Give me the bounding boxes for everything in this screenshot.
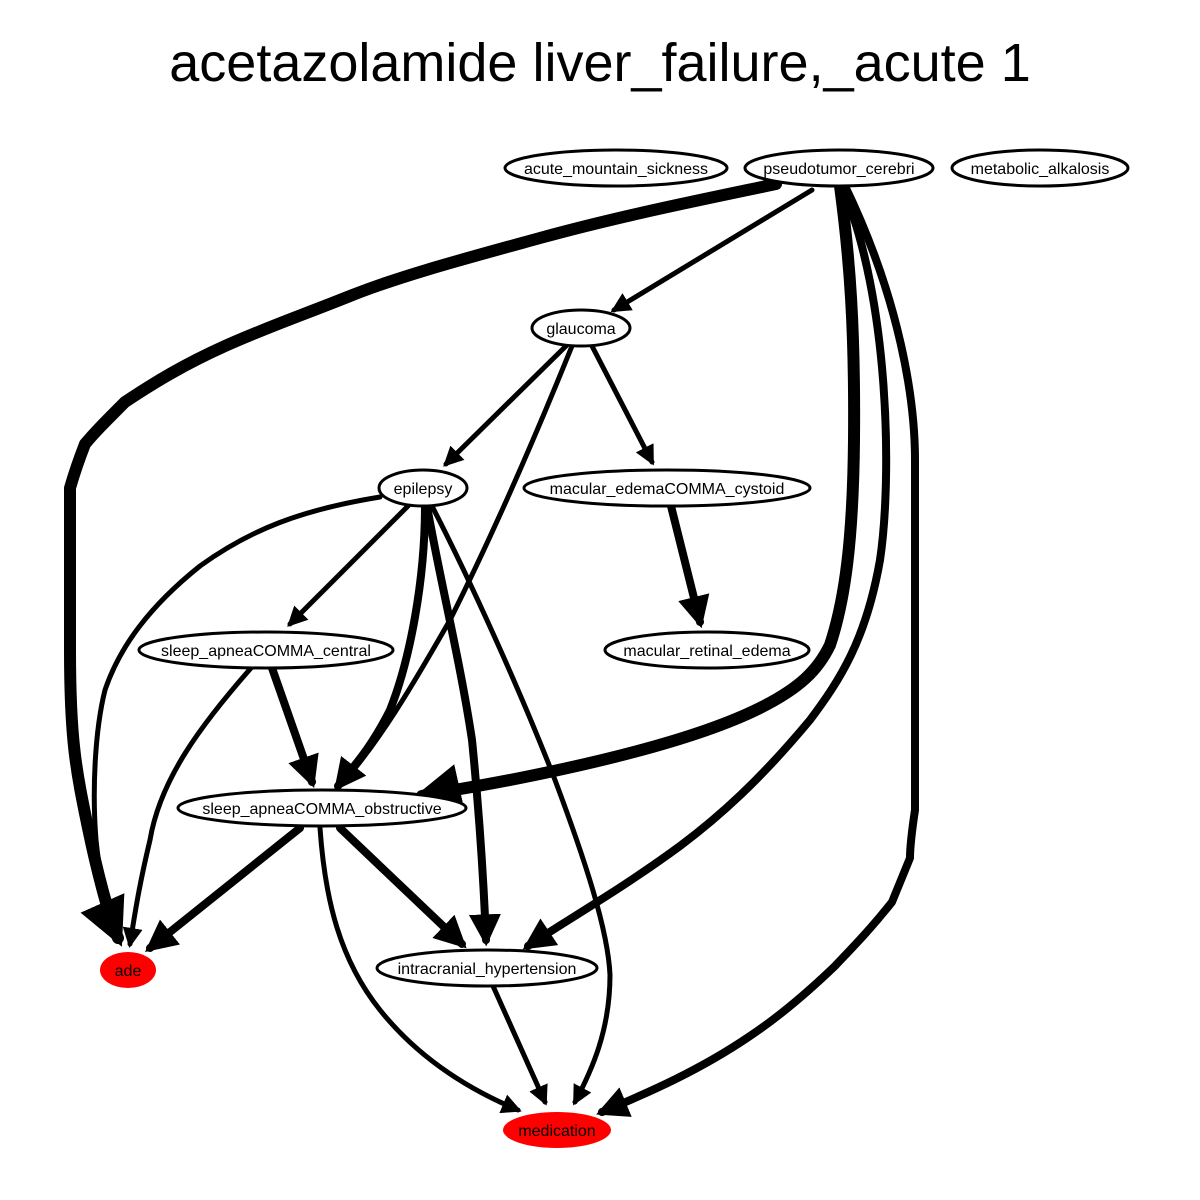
edge-sleep-apnea-central-to-sleep-apnea-obstructive — [268, 664, 319, 789]
edge-glaucoma-to-sleep-apnea-obstructive — [339, 343, 575, 788]
node-label: ade — [115, 963, 142, 980]
edge-epilepsy-to-ade — [91, 494, 383, 942]
node-sleep-apnea-obstructive: sleep_apneaCOMMA_obstructive — [176, 788, 468, 828]
node-metabolic-alkalosis: metabolic_alkalosis — [950, 148, 1130, 188]
edge-epilepsy-to-sleep-apnea-central — [287, 503, 411, 627]
edge-pseudotumor-cerebri-to-ade — [64, 178, 782, 947]
node-label: epilepsy — [394, 481, 453, 498]
edge-epilepsy-to-sleep-apnea-obstructive — [334, 502, 429, 792]
node-acute-mountain-sickness: acute_mountain_sickness — [503, 148, 729, 188]
edge-sleep-apnea-central-to-ade — [122, 665, 254, 948]
node-label: sleep_apneaCOMMA_obstructive — [202, 801, 441, 818]
edge-epilepsy-to-medication — [429, 503, 613, 1106]
node-shape — [530, 308, 632, 348]
graph-title: acetazolamide liver_failure,_acute 1 — [169, 33, 1031, 93]
node-shape — [375, 948, 599, 988]
node-pseudotumor-cerebri: pseudotumor_cerebri — [743, 148, 935, 188]
node-shape — [377, 468, 469, 508]
node-shape — [100, 952, 156, 988]
node-macular-edema-cystoid: macular_edemaCOMMA_cystoid — [522, 468, 812, 508]
node-intracranial-hypertension: intracranial_hypertension — [375, 948, 599, 988]
node-shape — [950, 148, 1130, 188]
node-label: metabolic_alkalosis — [971, 161, 1110, 178]
edge-sleep-apnea-obstructive-to-medication — [317, 825, 522, 1114]
edge-sleep-apnea-obstructive-to-intracranial-hypertension — [336, 824, 467, 949]
node-shape — [603, 630, 811, 670]
edge-glaucoma-to-macular-edema-cystoid — [589, 343, 655, 466]
node-sleep-apnea-central: sleep_apneaCOMMA_central — [137, 630, 395, 670]
node-label: macular_retinal_edema — [623, 643, 790, 660]
node-shape — [743, 148, 935, 188]
node-label: sleep_apneaCOMMA_central — [161, 643, 371, 660]
node-glaucoma: glaucoma — [530, 308, 632, 348]
node-medication: medication — [503, 1112, 611, 1148]
edge-intracranial-hypertension-to-medication — [490, 983, 548, 1106]
node-label: pseudotumor_cerebri — [763, 161, 914, 178]
node-label: macular_edemaCOMMA_cystoid — [550, 481, 785, 498]
edge-pseudotumor-cerebri-to-intracranial-hypertension — [522, 182, 891, 950]
edge-pseudotumor-cerebri-to-sleep-apnea-obstructive — [412, 180, 861, 812]
node-shape — [522, 468, 812, 508]
edge-pseudotumor-cerebri-to-glaucoma — [610, 187, 815, 313]
node-macular-retinal-edema: macular_retinal_edema — [603, 630, 811, 670]
edge-sleep-apnea-obstructive-to-ade — [145, 824, 304, 952]
node-shape — [503, 1112, 611, 1148]
edge-glaucoma-to-epilepsy — [443, 343, 569, 467]
edge-epilepsy-to-intracranial-hypertension — [423, 502, 501, 947]
node-shape — [176, 788, 468, 828]
node-ade: ade — [100, 952, 156, 988]
node-label: glaucoma — [546, 321, 615, 338]
node-label: acute_mountain_sickness — [524, 161, 708, 178]
node-shape — [503, 148, 729, 188]
node-epilepsy: epilepsy — [377, 468, 469, 508]
nodes-layer: acute_mountain_sickness pseudotumor_cereb… — [100, 148, 1130, 1148]
node-label: medication — [518, 1123, 595, 1140]
edge-macular-edema-cystoid-to-macular-retinal-edema — [667, 502, 710, 629]
edges-layer — [64, 178, 919, 1117]
edge-pseudotumor-cerebri-to-medication — [596, 182, 919, 1117]
node-shape — [137, 630, 395, 670]
node-label: intracranial_hypertension — [398, 961, 577, 978]
